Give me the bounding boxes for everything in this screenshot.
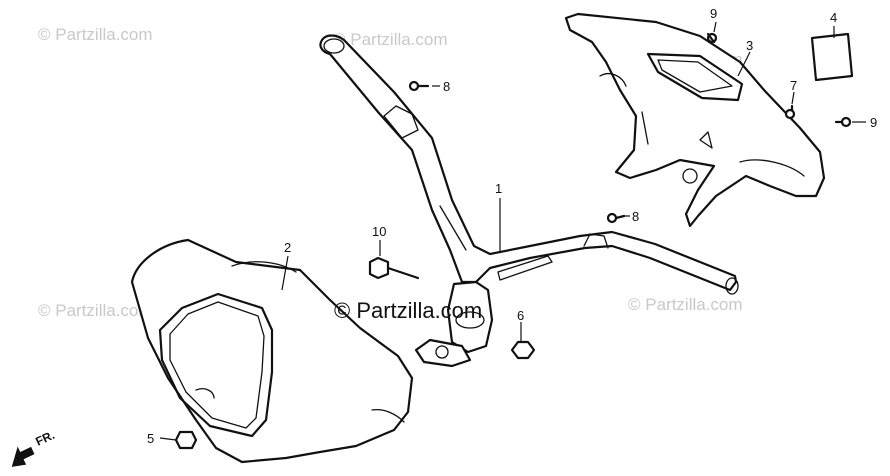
watermark-top-center: © Partzilla.com (333, 30, 448, 49)
label-plate-part (810, 32, 854, 82)
rear-cover-part (564, 12, 826, 228)
callout-4: 4 (830, 10, 837, 25)
callout-8a: 8 (443, 79, 450, 94)
callout-2: 2 (284, 240, 291, 255)
callout-5: 5 (147, 431, 154, 446)
screw-7-part (784, 104, 796, 120)
watermark-top-left: © Partzilla.com (38, 25, 153, 44)
center-copyright-text: © Partzilla.com (334, 298, 482, 323)
callout-6: 6 (517, 308, 524, 323)
bolt-10-part (368, 256, 420, 280)
hardware-parts (174, 32, 852, 450)
screw-8b-part (606, 212, 626, 224)
front-arrow-icon (11, 446, 35, 467)
screw-9b-part (834, 116, 852, 128)
callout-9b: 9 (870, 115, 877, 130)
callout-1: 1 (495, 181, 502, 196)
callout-10: 10 (372, 224, 386, 239)
watermark-bottom-left: © Partzilla.com (38, 301, 153, 320)
watermark-bottom-right: © Partzilla.com (628, 295, 743, 314)
callout-8b: 8 (632, 209, 639, 224)
callout-3: 3 (746, 38, 753, 53)
front-cover-part (130, 238, 414, 464)
screw-9a-part (706, 32, 718, 44)
direction-label: FR. (33, 428, 56, 449)
callout-7: 7 (790, 78, 797, 93)
callout-labels: 1 2 3 4 5 6 7 8 8 9 9 10 (147, 6, 877, 446)
leader-lines (159, 21, 866, 441)
callout-9a: 9 (710, 6, 717, 21)
screw-8a-part (408, 80, 430, 92)
nut-5-part (174, 430, 198, 450)
handlebar-part (319, 34, 739, 368)
front-direction-indicator: FR. (11, 428, 57, 467)
nut-6-part (510, 340, 536, 360)
